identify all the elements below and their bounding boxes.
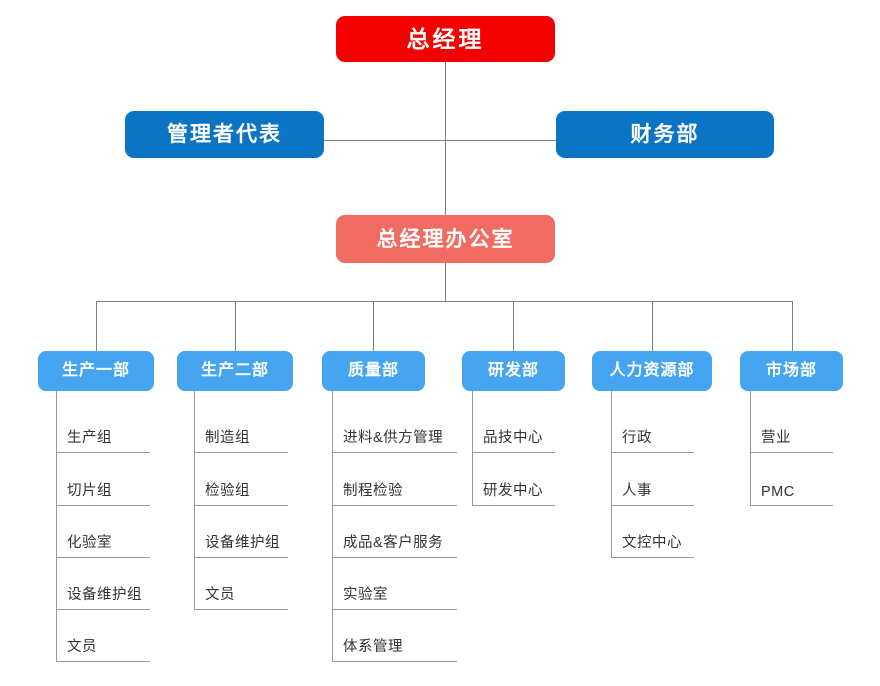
- leaf-item[interactable]: 制程检验: [332, 453, 457, 506]
- leaf-item[interactable]: 文员: [194, 558, 288, 610]
- node-label: 总经理办公室: [376, 227, 515, 251]
- node-label: 市场部: [765, 362, 817, 379]
- node-gm-office[interactable]: 总经理办公室: [336, 215, 555, 263]
- leaf-label: 制程检验: [343, 483, 403, 499]
- connector-office-to-bus: [445, 263, 446, 302]
- leaf-item[interactable]: 制造组: [194, 391, 288, 453]
- connector-bus-to-dept-2: [235, 301, 236, 351]
- leaf-label: 文控中心: [622, 535, 682, 551]
- leaf-item[interactable]: 实验室: [332, 558, 457, 610]
- leaf-item[interactable]: 体系管理: [332, 610, 457, 662]
- leaf-item[interactable]: 化验室: [56, 506, 150, 558]
- leaf-label: 研发中心: [483, 483, 543, 499]
- node-label: 总经理: [406, 25, 485, 52]
- leaf-item[interactable]: 营业: [750, 391, 833, 453]
- leaf-label: 文员: [67, 639, 97, 655]
- leaf-item[interactable]: 设备维护组: [56, 558, 150, 610]
- node-department-production-2[interactable]: 生产二部: [177, 351, 293, 391]
- node-label: 质量部: [347, 362, 399, 379]
- node-management-representative[interactable]: 管理者代表: [125, 111, 324, 158]
- leaf-item[interactable]: 进料&供方管理: [332, 391, 457, 453]
- node-department-marketing[interactable]: 市场部: [740, 351, 843, 391]
- node-department-quality[interactable]: 质量部: [322, 351, 425, 391]
- connector-ceo-to-office: [445, 60, 446, 215]
- leaf-label: 进料&供方管理: [343, 430, 444, 446]
- leaf-label: 设备维护组: [205, 535, 280, 551]
- leaf-item[interactable]: 研发中心: [472, 453, 555, 506]
- node-label: 财务部: [630, 123, 700, 146]
- leaf-label: 化验室: [67, 535, 112, 551]
- node-label: 生产二部: [200, 362, 269, 379]
- leaf-item[interactable]: 文控中心: [611, 506, 694, 558]
- leaf-label: 实验室: [343, 587, 388, 603]
- leaf-label: 成品&客户服务: [343, 535, 444, 551]
- leaf-item[interactable]: 切片组: [56, 453, 150, 506]
- connector-bus-to-dept-4: [513, 301, 514, 351]
- connector-department-bus: [96, 301, 792, 302]
- node-finance-department[interactable]: 财务部: [556, 111, 774, 158]
- node-department-rnd[interactable]: 研发部: [462, 351, 565, 391]
- leaf-item[interactable]: 行政: [611, 391, 694, 453]
- leaf-label: 品技中心: [483, 430, 543, 446]
- leaf-label: 文员: [205, 587, 235, 603]
- node-label: 人力资源部: [609, 362, 695, 379]
- node-general-manager[interactable]: 总经理: [336, 16, 555, 62]
- leaf-label: 人事: [622, 483, 652, 499]
- connector-bus-to-dept-3: [373, 301, 374, 351]
- leaf-label: 生产组: [67, 430, 112, 446]
- connector-level2-crossbar: [323, 140, 559, 141]
- leaf-label: 检验组: [205, 483, 250, 499]
- leaf-label: 体系管理: [343, 639, 403, 655]
- leaf-item[interactable]: 检验组: [194, 453, 288, 506]
- leaf-label: 切片组: [67, 483, 112, 499]
- leaf-label: PMC: [761, 484, 795, 500]
- node-label: 研发部: [487, 362, 539, 379]
- leaf-label: 设备维护组: [67, 587, 142, 603]
- leaf-item[interactable]: 人事: [611, 453, 694, 506]
- leaf-item[interactable]: 品技中心: [472, 391, 555, 453]
- leaf-item[interactable]: 生产组: [56, 391, 150, 453]
- leaf-item[interactable]: 设备维护组: [194, 506, 288, 558]
- node-label: 管理者代表: [167, 123, 282, 146]
- leaf-label: 制造组: [205, 430, 250, 446]
- node-department-production-1[interactable]: 生产一部: [38, 351, 154, 391]
- connector-bus-to-dept-5: [652, 301, 653, 351]
- connector-bus-to-dept-6: [792, 301, 793, 351]
- leaf-item[interactable]: PMC: [750, 453, 833, 506]
- leaf-label: 营业: [761, 430, 791, 446]
- leaf-item[interactable]: 文员: [56, 610, 150, 662]
- connector-bus-to-dept-1: [96, 301, 97, 351]
- leaf-item[interactable]: 成品&客户服务: [332, 506, 457, 558]
- leaf-label: 行政: [622, 430, 652, 446]
- node-label: 生产一部: [61, 362, 130, 379]
- node-department-hr[interactable]: 人力资源部: [592, 351, 712, 391]
